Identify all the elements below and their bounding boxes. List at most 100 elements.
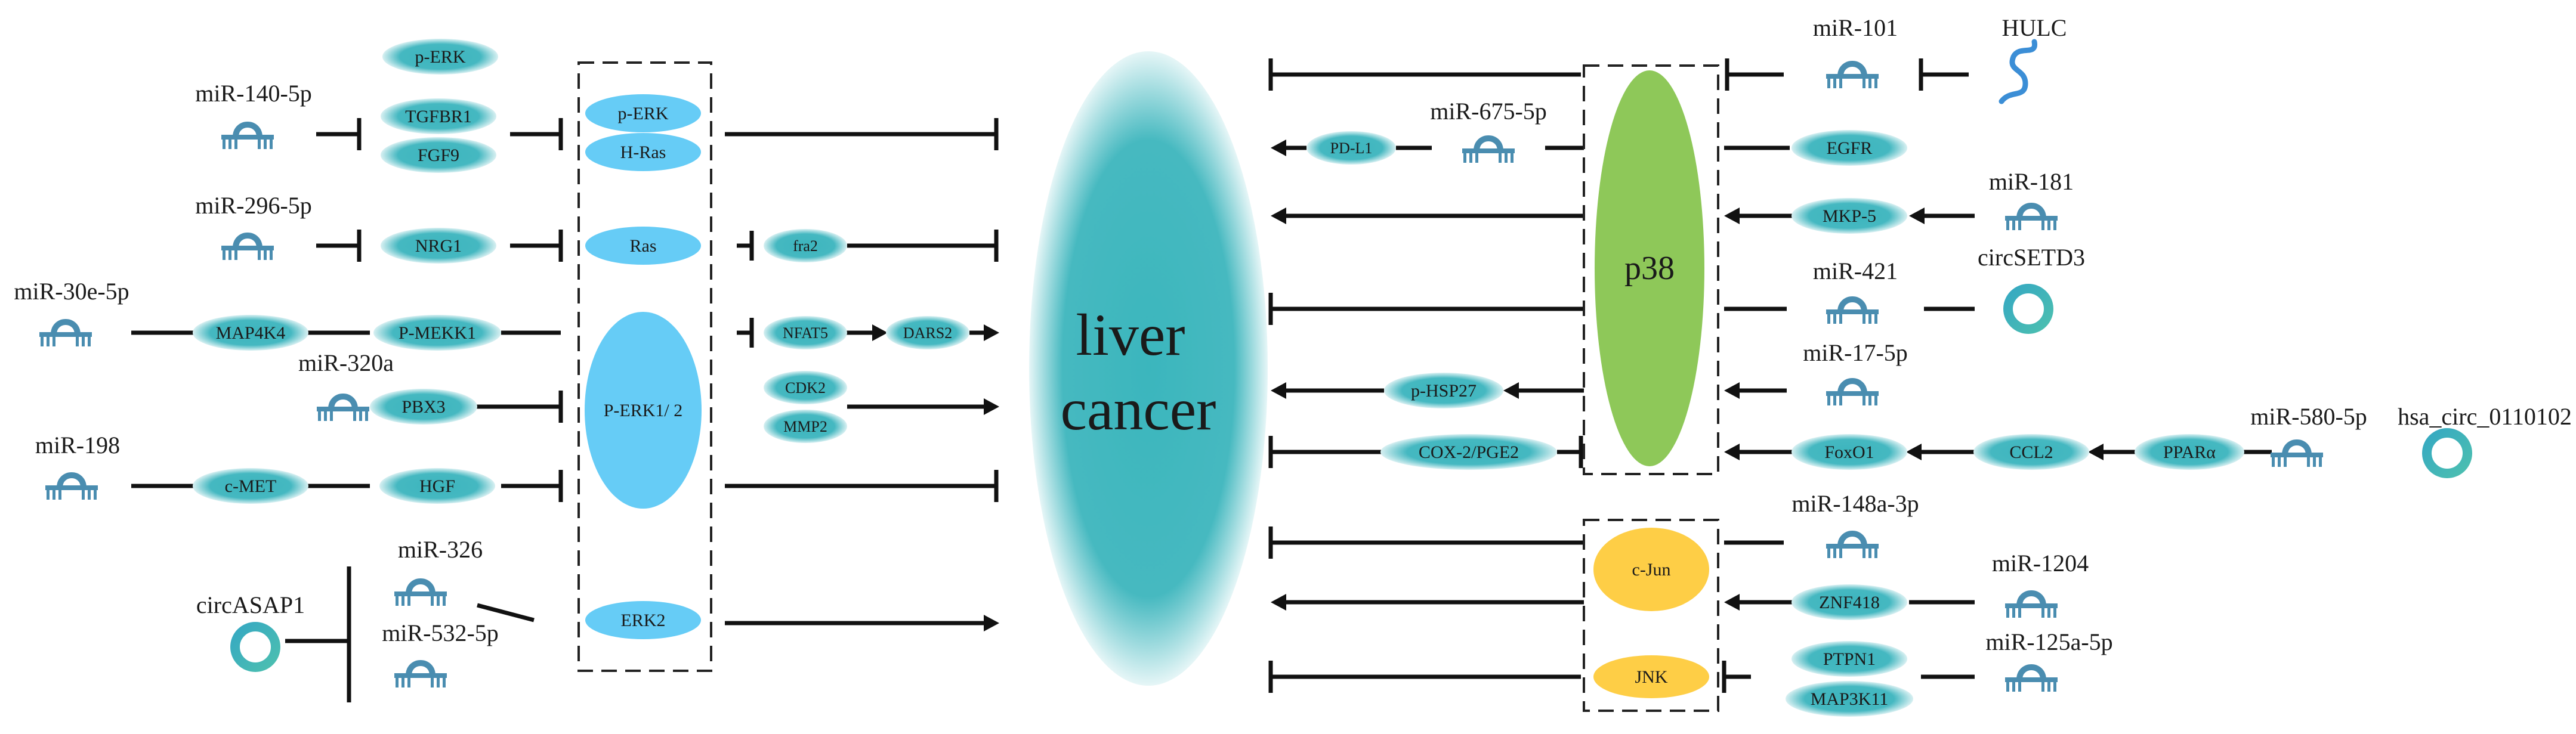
mirna-421: miR-421 — [1813, 258, 1898, 324]
svg-text:miR-580-5p: miR-580-5p — [2250, 403, 2367, 430]
svg-text:PBX3: PBX3 — [401, 397, 445, 417]
mirna-17-5p: miR-17-5p — [1803, 339, 1908, 405]
svg-text:P-MEKK1: P-MEKK1 — [399, 323, 476, 343]
svg-text:c-Jun: c-Jun — [1632, 560, 1671, 580]
svg-text:miR-101: miR-101 — [1813, 14, 1898, 41]
liver-cancer-label-line1: liver — [1076, 302, 1185, 368]
svg-text:fra2: fra2 — [793, 237, 818, 255]
svg-text:miR-326: miR-326 — [398, 536, 483, 563]
hulc-lncrna: HULC — [1999, 14, 2067, 104]
svg-text:miR-148a-3p: miR-148a-3p — [1792, 490, 1919, 517]
svg-text:Ras: Ras — [630, 236, 657, 256]
svg-text:p38: p38 — [1624, 250, 1675, 287]
edges-right — [1268, 58, 2272, 693]
svg-text:miR-1204: miR-1204 — [1992, 550, 2089, 577]
svg-text:NRG1: NRG1 — [415, 236, 462, 256]
node-h-ras: H-Ras — [585, 133, 701, 171]
node-p38: p38 — [1595, 70, 1704, 466]
svg-text:c-MET: c-MET — [225, 476, 277, 496]
mirna-532-5p: miR-532-5p — [382, 620, 499, 687]
liver-cancer-node: liver cancer — [1029, 51, 1268, 686]
node-p-erk-top: p-ERK — [382, 39, 498, 75]
svg-text:miR-140-5p: miR-140-5p — [195, 80, 312, 107]
mirna-101: miR-101 — [1813, 14, 1898, 88]
svg-text:miR-421: miR-421 — [1813, 258, 1898, 284]
node-c-jun: c-Jun — [1593, 528, 1709, 611]
node-nfat5: NFAT5 — [764, 316, 847, 349]
node-mkp5: MKP-5 — [1792, 198, 1907, 234]
node-p-erk-box: p-ERK — [585, 94, 701, 132]
node-dars2: DARS2 — [886, 316, 969, 349]
svg-text:TGFBR1: TGFBR1 — [405, 107, 472, 126]
svg-text:miR-17-5p: miR-17-5p — [1803, 339, 1908, 366]
node-jnk: JNK — [1593, 655, 1709, 698]
svg-text:p-HSP27: p-HSP27 — [1411, 381, 1477, 401]
svg-text:miR-198: miR-198 — [35, 432, 120, 459]
mirna-181: miR-181 — [1989, 168, 2074, 230]
svg-text:CDK2: CDK2 — [785, 379, 826, 397]
mirna-198: miR-198 — [35, 432, 120, 500]
node-egfr: EGFR — [1792, 130, 1907, 166]
circasap1-label: circASAP1 — [196, 591, 305, 618]
svg-text:ZNF418: ZNF418 — [1819, 593, 1880, 612]
mirna-675-5p: miR-675-5p — [1430, 98, 1547, 163]
edges-left — [131, 118, 999, 702]
svg-text:CCL2: CCL2 — [2009, 442, 2053, 462]
erk-pathway-box — [577, 61, 712, 672]
node-p-mekk1: P-MEKK1 — [373, 315, 501, 351]
mirna-148a-3p: miR-148a-3p — [1792, 490, 1919, 558]
svg-text:miR-675-5p: miR-675-5p — [1430, 98, 1547, 125]
svg-text:H-Ras: H-Ras — [620, 143, 666, 162]
mirna-125a-5p: miR-125a-5p — [1985, 628, 2113, 692]
mirna-1204: miR-1204 — [1992, 550, 2089, 618]
hulc-label: HULC — [2002, 14, 2067, 41]
node-p-hsp27: p-HSP27 — [1384, 373, 1503, 408]
svg-text:p-ERK: p-ERK — [415, 47, 466, 67]
svg-text:miR-532-5p: miR-532-5p — [382, 620, 499, 646]
node-hgf: HGF — [379, 468, 495, 504]
mirna-30e-5p: miR-30e-5p — [14, 278, 129, 346]
node-fra2: fra2 — [764, 229, 847, 262]
svg-text:HGF: HGF — [419, 476, 455, 496]
node-c-met: c-MET — [193, 468, 308, 504]
node-foxo1: FoxO1 — [1792, 434, 1907, 470]
svg-text:MMP2: MMP2 — [783, 418, 827, 435]
mirna-140-5p: miR-140-5p — [195, 80, 312, 149]
node-pbx3: PBX3 — [370, 389, 477, 425]
node-ccl2: CCL2 — [1973, 434, 2089, 470]
mirna-326: miR-326 — [394, 536, 483, 606]
svg-text:p-ERK: p-ERK — [618, 104, 669, 123]
hsa-circ-0110102-ring-icon: hsa_circ_0110102 — [2398, 403, 2572, 478]
svg-text:miR-296-5p: miR-296-5p — [195, 192, 312, 219]
p38-pathway-box — [1583, 64, 1719, 475]
svg-text:FGF9: FGF9 — [418, 145, 459, 165]
svg-text:NFAT5: NFAT5 — [783, 324, 828, 342]
svg-text:MAP4K4: MAP4K4 — [216, 323, 286, 343]
node-p-erk1-2: P-ERK1/ 2 — [585, 312, 702, 509]
node-fgf9: FGF9 — [381, 137, 496, 173]
hsa-circ-0110102-label: hsa_circ_0110102 — [2398, 403, 2572, 430]
node-znf418: ZNF418 — [1792, 584, 1907, 620]
node-mmp2: MMP2 — [764, 410, 847, 443]
node-ptpn1: PTPN1 — [1792, 641, 1907, 677]
svg-text:miR-320a: miR-320a — [298, 349, 394, 376]
svg-text:PTPN1: PTPN1 — [1823, 649, 1876, 669]
svg-text:miR-125a-5p: miR-125a-5p — [1985, 628, 2112, 655]
svg-text:DARS2: DARS2 — [903, 324, 952, 342]
svg-text:JNK: JNK — [1635, 667, 1667, 687]
node-nrg1: NRG1 — [381, 228, 496, 264]
node-ppar-alpha: PPARα — [2135, 434, 2244, 470]
svg-text:PD-L1: PD-L1 — [1330, 140, 1373, 157]
liver-cancer-label-line2: cancer — [1061, 376, 1216, 442]
jnk-pathway-box — [1583, 519, 1719, 712]
circasap1-ring-icon: circASAP1 — [196, 591, 305, 672]
mirna-320a: miR-320a — [298, 349, 394, 421]
node-cox2-pge2: COX-2/PGE2 — [1380, 434, 1557, 470]
circsetd3-ring-icon: circSETD3 — [1978, 244, 2085, 334]
svg-text:P-ERK1/ 2: P-ERK1/ 2 — [604, 401, 683, 420]
node-ras: Ras — [585, 227, 701, 265]
mirna-580-5p: miR-580-5p — [2250, 403, 2367, 467]
node-pd-l1: PD-L1 — [1306, 131, 1396, 165]
node-erk2: ERK2 — [585, 601, 701, 639]
circsetd3-label: circSETD3 — [1978, 244, 2085, 271]
